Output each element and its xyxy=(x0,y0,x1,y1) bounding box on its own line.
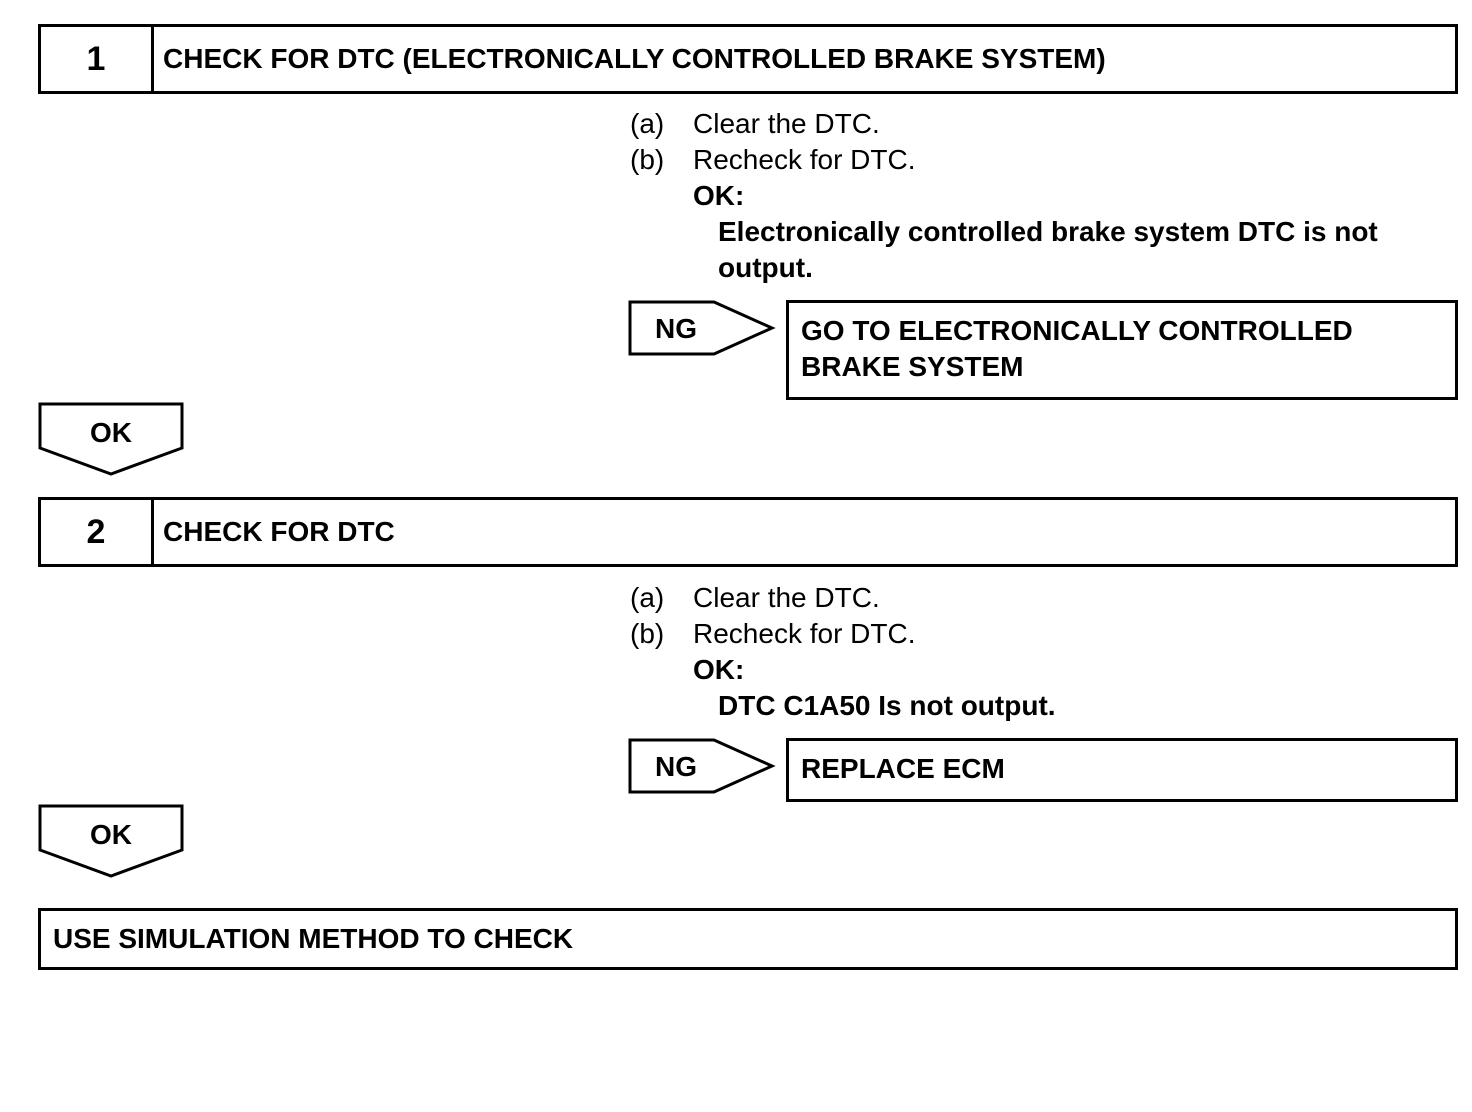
step-1-ok-label: OK: xyxy=(693,180,745,211)
step-1-ng-result: GO TO ELECTRONICALLY CONTROLLED BRAKE SY… xyxy=(786,300,1458,400)
final-result-text: USE SIMULATION METHOD TO CHECK xyxy=(53,923,574,954)
step-1-ok-criteria-line-2: output. xyxy=(718,252,813,283)
step-2-ok-criteria-line-1: DTC C1A50 Is not output. xyxy=(718,690,1056,721)
step-1-action-a-marker: (a) xyxy=(630,108,665,139)
step-1-action-b-marker: (b) xyxy=(630,144,665,175)
step-2-ok-arrow: OK xyxy=(38,804,184,878)
step-1-ok-arrow: OK xyxy=(38,402,184,476)
step-2-ok-label: OK: xyxy=(693,654,745,685)
step-2-action-b-marker: (b) xyxy=(630,618,665,649)
step-1-ok-arrow-label: OK xyxy=(90,417,132,448)
step-1-ng-arrow: NG xyxy=(628,300,776,356)
step-2-action-a-text: Clear the DTC. xyxy=(693,582,880,613)
step-2-ng-result: REPLACE ECM xyxy=(786,738,1458,802)
step-2-action-a-marker: (a) xyxy=(630,582,665,613)
final-result-box: USE SIMULATION METHOD TO CHECK xyxy=(38,908,1458,970)
step-1-ok-criteria-line-1: Electronically controlled brake system D… xyxy=(718,216,1378,247)
step-2-ng-result-line-1: REPLACE ECM xyxy=(801,753,1005,784)
step-2-number: 2 xyxy=(41,500,154,564)
step-1-action-b-text: Recheck for DTC. xyxy=(693,144,916,175)
step-1-ng-result-line-2: BRAKE SYSTEM xyxy=(801,351,1024,382)
step-2-action-b-text: Recheck for DTC. xyxy=(693,618,916,649)
step-2-ng-arrow: NG xyxy=(628,738,776,794)
step-1-action-a-text: Clear the DTC. xyxy=(693,108,880,139)
step-1-ng-label: NG xyxy=(655,313,697,344)
step-2-ng-label: NG xyxy=(655,751,697,782)
step-1-ng-result-line-1: GO TO ELECTRONICALLY CONTROLLED xyxy=(801,315,1353,346)
step-1-header: 1 CHECK FOR DTC (ELECTRONICALLY CONTROLL… xyxy=(38,24,1458,94)
step-1-title: CHECK FOR DTC (ELECTRONICALLY CONTROLLED… xyxy=(163,43,1106,74)
step-1-number: 1 xyxy=(41,27,154,91)
step-2-header: 2 CHECK FOR DTC xyxy=(38,497,1458,567)
step-2-ok-arrow-label: OK xyxy=(90,819,132,850)
step-2-title: CHECK FOR DTC xyxy=(163,516,395,547)
